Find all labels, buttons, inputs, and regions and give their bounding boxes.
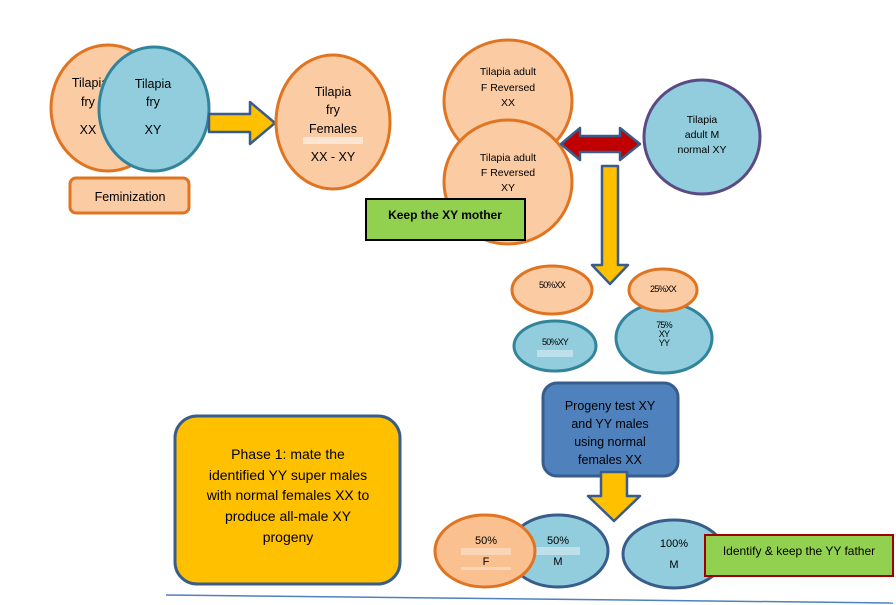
highlight-bar: [461, 567, 511, 570]
keep-father-label: Identify & keep the YY father: [723, 544, 875, 558]
feminization-box: Feminization: [68, 176, 191, 215]
progeny-line4: females XX: [578, 453, 643, 467]
adult-f-xx-line2: F Reversed: [481, 82, 535, 94]
offspring-50-xy-node: 50%XY: [512, 319, 598, 373]
progeny-line1: Progeny test XY: [565, 399, 656, 413]
highlight-bar: [537, 350, 573, 357]
result-female-label: F: [483, 556, 490, 568]
adult-f-xy-line3: XY: [501, 182, 515, 194]
result-male-50-node: 50% M: [506, 513, 610, 589]
fry-females-line3: Females: [309, 122, 357, 136]
phase1-line4: produce all-male XY: [225, 508, 352, 524]
phase1-line1: Phase 1: mate the: [231, 446, 345, 462]
phase1-line5: progeny: [263, 529, 314, 545]
keep-mother-label: Keep the XY mother: [388, 208, 502, 222]
fry-xy-line3: XY: [145, 123, 162, 137]
adult-f-xy-line2: F Reversed: [481, 167, 535, 179]
fry-xy-line1: Tilapia: [135, 77, 171, 91]
progeny-test-box: Progeny test XY and YY males using norma…: [541, 381, 680, 478]
result-male-pct: 50%: [547, 535, 569, 547]
offspring-25-xx-node: 25%XX: [627, 267, 699, 313]
offspring-right-y-line2: XY: [659, 329, 670, 339]
arrow-right-icon: [207, 100, 277, 146]
fry-females-line1: Tilapia: [315, 85, 351, 99]
fry-females-node: Tilapia fry Females XX - XY: [274, 53, 392, 191]
offspring-left-xx: 50%XX: [539, 280, 566, 290]
fry-xy-node: Tilapia fry XY: [97, 45, 211, 173]
offspring-50-xx-node: 50%XX: [510, 264, 594, 316]
phase1-line2: identified YY super males: [209, 467, 367, 483]
double-arrow-icon: [559, 126, 642, 162]
adult-f-xy-line1: Tilapia adult: [480, 152, 536, 164]
fry-xy-line2: fry: [146, 95, 161, 109]
offspring-75-y-node: 75% XY YY: [614, 301, 714, 375]
adult-m-line2: adult M: [685, 129, 719, 141]
highlight-bar: [536, 547, 580, 555]
adult-m-line1: Tilapia: [687, 114, 718, 126]
bottom-divider: [165, 594, 894, 604]
arrow-down-icon: [590, 164, 630, 286]
progeny-line2: and YY males: [571, 417, 648, 431]
arrow-down-short-icon: [586, 470, 642, 523]
highlight-bar: [461, 548, 511, 555]
keep-father-box: Identify & keep the YY father: [704, 534, 894, 577]
feminization-label: Feminization: [95, 190, 166, 204]
fry-females-line4: XX - XY: [311, 150, 356, 164]
adult-f-xx-line3: XX: [501, 97, 515, 109]
adult-f-xx-line1: Tilapia adult: [480, 66, 536, 78]
adult-m-line3: normal XY: [677, 144, 726, 156]
result-all-male-pct: 100%: [660, 538, 688, 550]
fry-females-line2: fry: [326, 103, 341, 117]
result-all-male-label: M: [669, 559, 678, 571]
offspring-right-xx: 25%XX: [650, 284, 677, 294]
offspring-left-xy: 50%XY: [542, 337, 569, 347]
adult-male-node: Tilapia adult M normal XY: [642, 78, 762, 196]
progeny-line3: using normal: [574, 435, 646, 449]
phase1-box: Phase 1: mate the identified YY super ma…: [173, 414, 402, 586]
offspring-right-y-line3: YY: [659, 338, 670, 348]
result-female-pct: 50%: [475, 535, 497, 547]
phase1-line3: with normal females XX to: [206, 487, 370, 503]
fry-xx-line3: XX: [80, 123, 97, 137]
fry-xx-line1: Tilapia: [72, 76, 108, 90]
highlight-bar: [303, 137, 363, 144]
result-female-50-node: 50% F: [433, 513, 537, 589]
offspring-right-y-line1: 75%: [656, 320, 672, 330]
result-male-label: M: [553, 556, 562, 568]
fry-xx-line2: fry: [81, 95, 96, 109]
keep-mother-box: Keep the XY mother: [365, 198, 526, 241]
